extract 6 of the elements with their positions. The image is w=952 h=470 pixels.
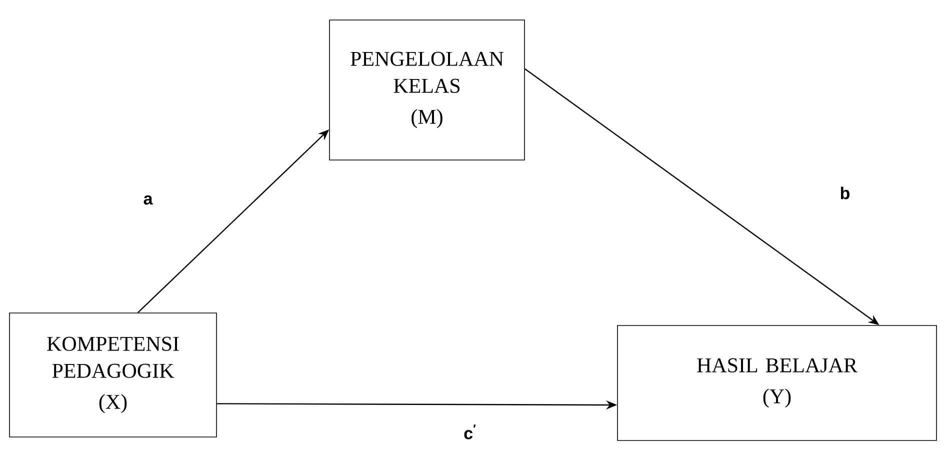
variable-box: HASIL BELAJAR (Y) — [617, 325, 937, 441]
edge-label: b — [838, 186, 852, 200]
variable-box: KOMPETENSI PEDAGOGIK (X) — [9, 312, 217, 438]
edge-label: a — [142, 194, 154, 206]
variable-box: PENGELOLAAN KELAS (M) — [329, 20, 525, 160]
edge-label: c$^{′}$ — [462, 424, 478, 440]
